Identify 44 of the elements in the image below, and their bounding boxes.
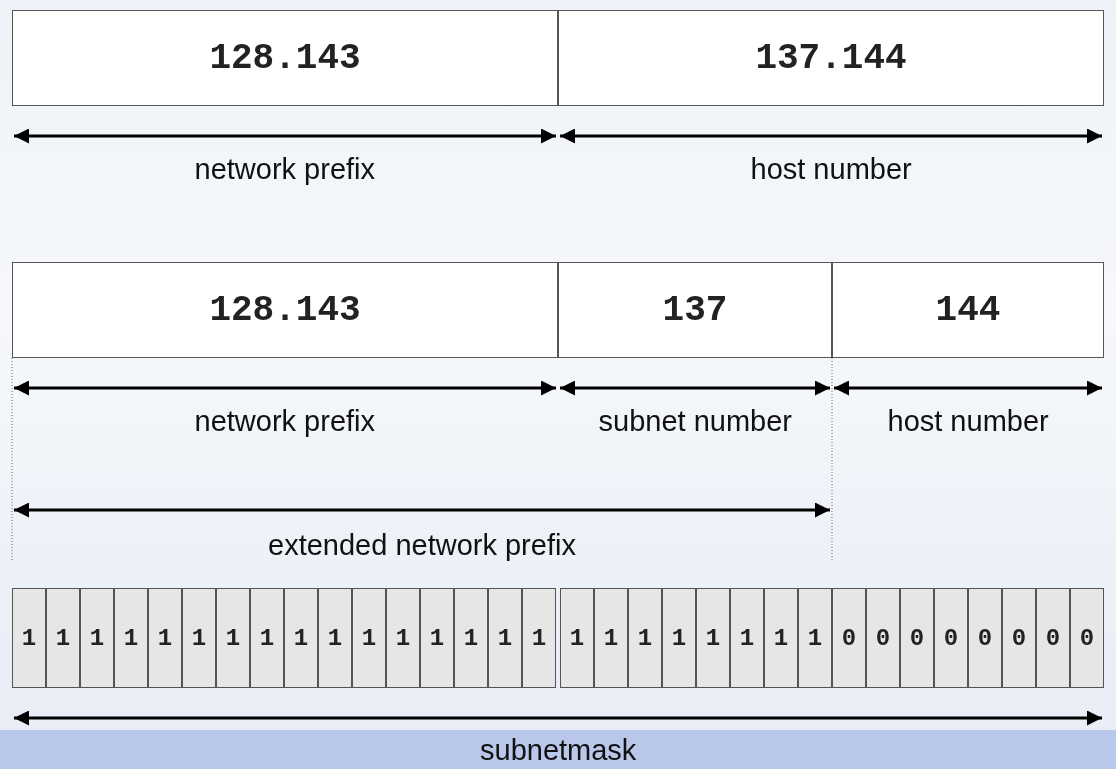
- bit-cell: 1: [488, 588, 522, 688]
- bit-cell: 0: [1036, 588, 1070, 688]
- bit-cell: 1: [182, 588, 216, 688]
- bit-cell: 1: [764, 588, 798, 688]
- bit-cell: 1: [250, 588, 284, 688]
- address-field: 128.143: [12, 10, 558, 106]
- dimension-label: extended network prefix: [268, 528, 576, 562]
- dimension-label: subnet number: [598, 404, 792, 438]
- bit-cell: 0: [934, 588, 968, 688]
- bit-cell: 0: [832, 588, 866, 688]
- bit-cell: 1: [80, 588, 114, 688]
- bit-cell: 0: [900, 588, 934, 688]
- bit-cell: 1: [12, 588, 46, 688]
- bit-cell: 1: [594, 588, 628, 688]
- bit-cell: 0: [968, 588, 1002, 688]
- bit-cell: 1: [522, 588, 556, 688]
- dimension-label: subnetmask: [480, 733, 637, 767]
- address-field: 144: [832, 262, 1104, 358]
- bit-cell: 1: [352, 588, 386, 688]
- bit-cell: 1: [628, 588, 662, 688]
- bit-cell: 1: [696, 588, 730, 688]
- bit-cell: 0: [1070, 588, 1104, 688]
- bit-cell: 1: [318, 588, 352, 688]
- bit-cell: 1: [560, 588, 594, 688]
- bit-cell: 1: [148, 588, 182, 688]
- bit-cell: 1: [114, 588, 148, 688]
- bit-cell: 1: [798, 588, 832, 688]
- bit-cell: 1: [46, 588, 80, 688]
- bit-cell: 0: [866, 588, 900, 688]
- dimension-label: network prefix: [194, 152, 375, 186]
- bit-cell: 1: [662, 588, 696, 688]
- address-field: 137: [558, 262, 832, 358]
- bit-cell: 1: [216, 588, 250, 688]
- address-field: 137.144: [558, 10, 1104, 106]
- address-field: 128.143: [12, 262, 558, 358]
- dimension-label: network prefix: [194, 404, 375, 438]
- bit-cell: 1: [730, 588, 764, 688]
- bit-cell: 1: [386, 588, 420, 688]
- dimension-label: host number: [887, 404, 1049, 438]
- dimension-label: host number: [750, 152, 912, 186]
- bit-cell: 1: [284, 588, 318, 688]
- bit-cell: 0: [1002, 588, 1036, 688]
- bit-cell: 1: [454, 588, 488, 688]
- bit-cell: 1: [420, 588, 454, 688]
